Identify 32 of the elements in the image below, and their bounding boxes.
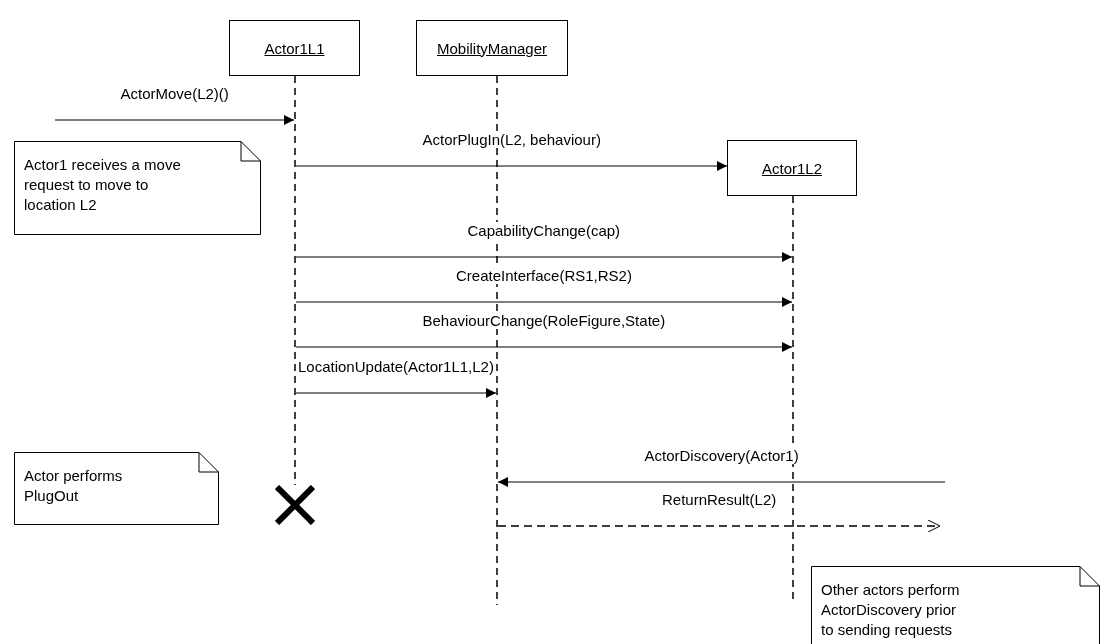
lifeline — [294, 76, 296, 485]
message-arrow — [295, 252, 793, 262]
lifeline — [792, 196, 794, 600]
note-text: Other actors perform ActorDiscovery prior to sending requests — [820, 580, 961, 640]
message-label: ReturnResult(L2) — [661, 491, 778, 508]
note-box — [811, 566, 1100, 644]
message-label: ActorPlugIn(L2, behaviour) — [421, 131, 602, 148]
message-arrow — [295, 297, 793, 307]
object-box — [229, 20, 360, 76]
message-arrow — [295, 342, 793, 352]
message-label: CapabilityChange(cap) — [466, 222, 622, 239]
note-box — [14, 141, 261, 235]
message-arrow — [295, 388, 497, 398]
message-label: LocationUpdate(Actor1L1,L2) — [297, 358, 495, 375]
object-name: MobilityManager — [436, 39, 547, 57]
note-text: Actor performs PlugOut — [23, 466, 124, 506]
object-name: Actor1L2 — [761, 159, 822, 177]
object-box — [727, 140, 857, 196]
message-label: ActorDiscovery(Actor1) — [643, 447, 800, 464]
message-arrow — [295, 161, 728, 171]
message-label: ActorMove(L2)() — [119, 85, 230, 102]
message-arrow — [54, 115, 295, 125]
message-label: CreateInterface(RS1,RS2) — [455, 267, 633, 284]
lifeline — [496, 76, 498, 605]
object-box — [416, 20, 568, 76]
note-text: Actor1 receives a move request to move to location L2 — [23, 155, 182, 215]
destroy-mark — [275, 485, 315, 525]
note-box — [14, 452, 219, 525]
message-arrow — [497, 519, 941, 533]
object-name: Actor1L1 — [264, 39, 325, 57]
message-arrow — [497, 477, 946, 487]
message-label: BehaviourChange(RoleFigure,State) — [421, 312, 667, 329]
